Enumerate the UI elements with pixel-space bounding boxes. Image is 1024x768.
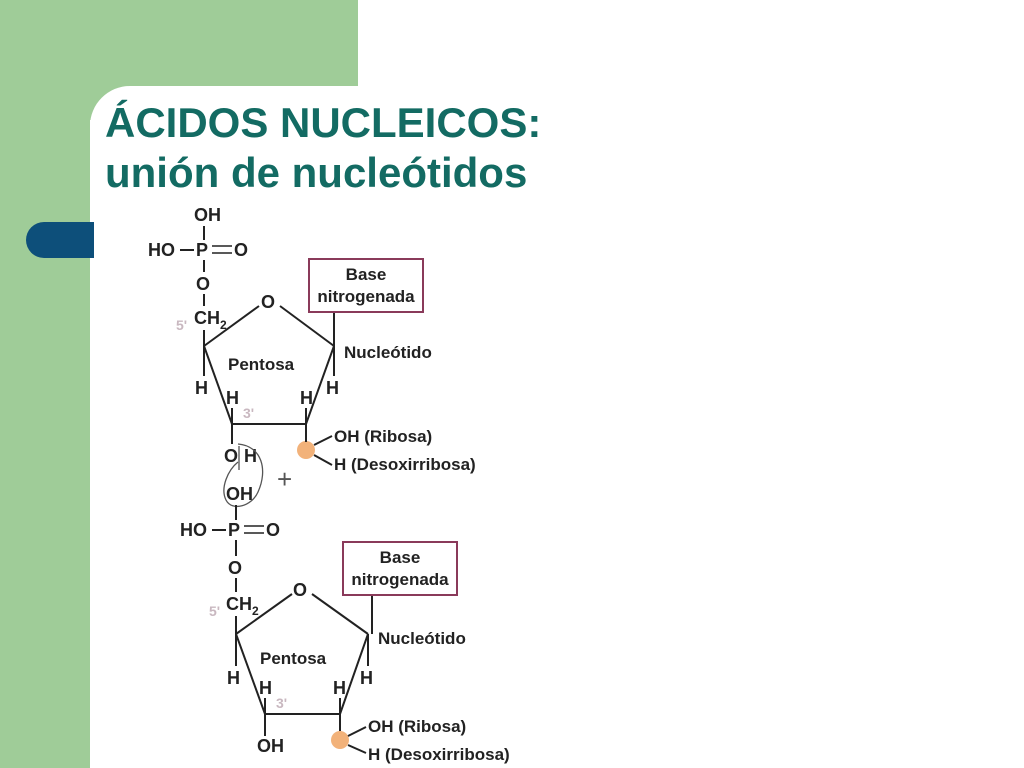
ch2-text: CH bbox=[194, 308, 220, 328]
ch2-subscript: 2 bbox=[220, 318, 227, 332]
h-c3: H bbox=[226, 388, 239, 408]
h-c3: H bbox=[259, 678, 272, 698]
title-line-2: unión de nucleótidos bbox=[105, 149, 528, 196]
slide-title: ÁCIDOS NUCLEICOS: unión de nucleótidos bbox=[105, 98, 541, 198]
phosphate-o-link: O bbox=[228, 558, 242, 578]
ring-bond-c4-o bbox=[203, 305, 260, 347]
sugar-label: Pentosa bbox=[260, 649, 327, 668]
ring-bond-c4-o bbox=[235, 593, 293, 635]
base-label-line-1: Base bbox=[346, 265, 387, 284]
sugar-label: Pentosa bbox=[228, 355, 295, 374]
phosphate-oh-top: OH bbox=[226, 484, 253, 504]
bond-c2-oh bbox=[347, 726, 367, 737]
h-c1: H bbox=[360, 668, 373, 688]
c3-oxygen: O bbox=[224, 446, 238, 466]
base-label-line-2: nitrogenada bbox=[351, 570, 449, 589]
base-box bbox=[342, 541, 458, 596]
side-band bbox=[0, 0, 90, 768]
ring-bond-c1-c2 bbox=[339, 633, 369, 715]
carbon-3-label: 3' bbox=[243, 405, 254, 421]
c2-oh-ribosa: OH (Ribosa) bbox=[334, 427, 432, 446]
c2-oh-ribosa: OH (Ribosa) bbox=[368, 717, 466, 736]
ring-oxygen: O bbox=[261, 292, 275, 312]
base-label-line-1: Base bbox=[380, 548, 421, 567]
phosphate-ho: HO bbox=[180, 520, 207, 540]
title-line-1: ÁCIDOS NUCLEICOS: bbox=[105, 99, 542, 146]
bond-c2-oh bbox=[313, 435, 333, 446]
ch2-text: CH bbox=[226, 594, 252, 614]
bond-c2-h-alt bbox=[313, 454, 333, 466]
nucleotide-2: OH HO P O O 5' CH2 O Pentosa H H H 3' H bbox=[180, 484, 510, 764]
h-c1: H bbox=[326, 378, 339, 398]
h-c4: H bbox=[195, 378, 208, 398]
accent-pill bbox=[26, 222, 94, 258]
ch2-label: CH2 bbox=[194, 308, 227, 332]
ring-bond-o-c1 bbox=[311, 593, 369, 635]
h-c2: H bbox=[333, 678, 346, 698]
phosphate-o-link: O bbox=[196, 274, 210, 294]
content-panel bbox=[90, 86, 1024, 768]
phosphate-oh-top: OH bbox=[194, 205, 221, 225]
phosphate-ho: HO bbox=[148, 240, 175, 260]
ring-oxygen: O bbox=[293, 580, 307, 600]
ch2-label: CH2 bbox=[226, 594, 259, 618]
h-c4: H bbox=[227, 668, 240, 688]
c3-hydrogen: H bbox=[244, 446, 257, 466]
carbon-5-label: 5' bbox=[209, 603, 220, 619]
base-label-line-2: nitrogenada bbox=[317, 287, 415, 306]
ring-bond-c4-c3 bbox=[203, 345, 233, 425]
nucleotide-1: OH HO P O O 5' CH2 O Pentosa H H H 3' H bbox=[148, 205, 476, 474]
phosphate-p: P bbox=[228, 520, 240, 540]
ring-bond-c1-c2 bbox=[305, 345, 335, 425]
c3-oh: OH bbox=[257, 736, 284, 756]
nucleotide-label: Nucleótido bbox=[378, 629, 466, 648]
ch2-subscript: 2 bbox=[252, 604, 259, 618]
phosphate-o-right: O bbox=[266, 520, 280, 540]
h-c2: H bbox=[300, 388, 313, 408]
c2-h-desoxirribosa: H (Desoxirribosa) bbox=[368, 745, 510, 764]
base-box bbox=[308, 258, 424, 313]
water-loop bbox=[223, 443, 264, 508]
ring-bond-c4-c3 bbox=[235, 633, 266, 715]
c2-highlight-dot bbox=[297, 441, 315, 459]
c2-h-desoxirribosa: H (Desoxirribosa) bbox=[334, 455, 476, 474]
bond-c2-h-alt bbox=[347, 744, 367, 754]
phosphate-o-right: O bbox=[234, 240, 248, 260]
ring-bond-o-c1 bbox=[279, 305, 335, 347]
carbon-5-label: 5' bbox=[176, 317, 187, 333]
plus-sign: + bbox=[277, 464, 292, 494]
c2-highlight-dot bbox=[331, 731, 349, 749]
carbon-3-label: 3' bbox=[276, 695, 287, 711]
phosphate-p: P bbox=[196, 240, 208, 260]
nucleotide-label: Nucleótido bbox=[344, 343, 432, 362]
